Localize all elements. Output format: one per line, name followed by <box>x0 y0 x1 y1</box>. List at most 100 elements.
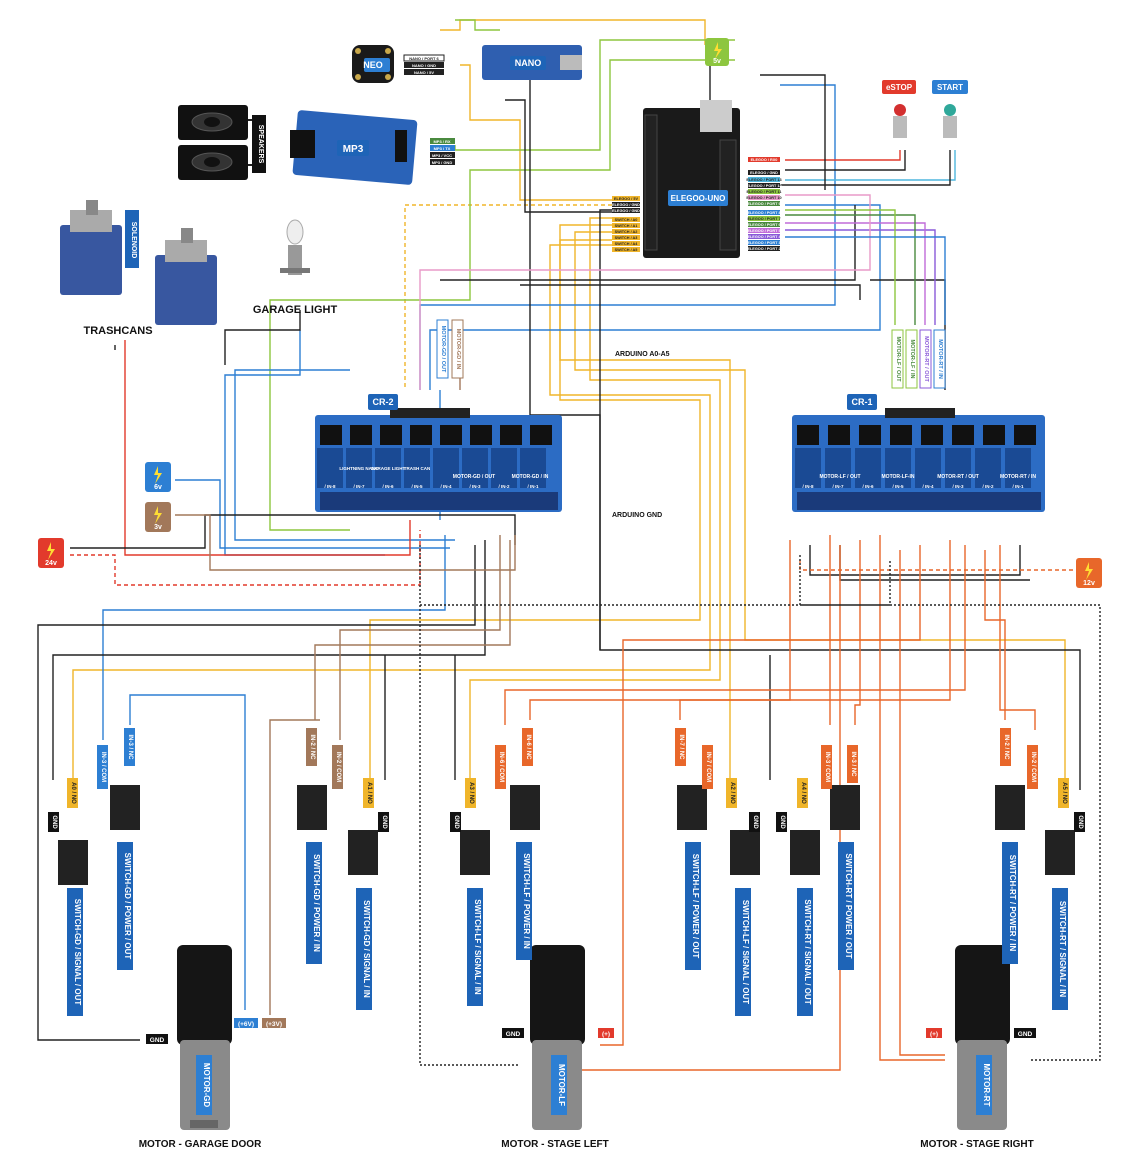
uno-right-pin-13: ELEGOO / PORT 2 <box>747 247 780 251</box>
mp3-pin-1: MP3 / TX <box>434 146 451 151</box>
nano-pin-1: NANO / GND <box>412 63 436 68</box>
cr1-vlabel-lf-out: MOTOR-LF / OUT <box>895 336 901 382</box>
power-5v <box>705 38 729 66</box>
switch-gd-signal-out: SWITCH-GD / SIGNAL / OUT <box>73 899 82 1006</box>
uno-right-pin-9: ELEGOO / PORT 6 <box>747 223 780 227</box>
cr1-vlabel-lf-in: MOTOR-LF / IN <box>909 339 915 378</box>
cr2-in-8: / IN-8 <box>324 484 335 489</box>
power-6v-label: 6v <box>154 484 162 491</box>
sw-gd2-in3com: IN-3 / COM <box>100 752 106 782</box>
cr1-label: CR-1 <box>851 397 872 407</box>
speaker-bottom <box>178 145 248 180</box>
sw-lf3-in7nc: IN-7 / NC <box>678 734 684 760</box>
neo-label: NEO <box>363 60 383 70</box>
switch-lf-power-out: SWITCH-LF / POWER / OUT <box>691 854 700 959</box>
uno-left-pin-2: ELEGOO / GND <box>612 209 640 213</box>
sw-rt3-in2com: IN-2 / COM <box>1030 752 1036 782</box>
relay-board-cr2 <box>315 408 562 512</box>
garage-light-bulb <box>280 219 310 275</box>
motor-rt-gnd: GND <box>1018 1031 1033 1038</box>
cr1-label-bg <box>847 394 877 410</box>
start-button <box>932 80 968 138</box>
mp3-pin-0: MP3 / RX <box>433 139 450 144</box>
cr2-label: CR-2 <box>372 397 393 407</box>
sw-gd4-a1: A1 / NO <box>366 782 372 804</box>
switch-lf-signal-out: SWITCH-LF / SIGNAL / OUT <box>741 900 750 1004</box>
cr1-in-5: / IN-5 <box>892 484 903 489</box>
motor-rt-label-bg <box>976 1055 992 1115</box>
trashcans-label: TRASHCANS <box>83 325 152 337</box>
relay-label-garage: GARAGE LIGHT <box>371 466 406 471</box>
cr2-vlabel-gd-in: MOTOR-GD / IN <box>455 329 461 370</box>
motor-gd-label: MOTOR-GD <box>202 1063 211 1108</box>
estop-button <box>882 80 916 138</box>
solenoid-2 <box>155 228 217 325</box>
sw-lf1-gnd: GND <box>453 815 459 829</box>
relay-label-lf-out: MOTOR-LF / OUT <box>819 474 860 480</box>
uno-right-pin-2: ELEGOO / PORT 13 <box>746 178 781 182</box>
estop-label: eSTOP <box>886 83 913 92</box>
relay-label-gd-in: MOTOR-GD / IN <box>512 474 549 480</box>
uno-left-pin-5: SWITCH / A2 <box>615 230 638 234</box>
uno-right-pin-0: ELEGOO / RX0 <box>751 158 778 162</box>
sw-gd3-in2com: IN-2 / COM <box>335 752 341 782</box>
cr2-in-3: / IN-3 <box>469 484 480 489</box>
mp3-pin-3: MP3 / GND <box>432 160 453 165</box>
switch-rt-signal-in: SWITCH-RT / SIGNAL / IN <box>1058 901 1067 998</box>
relay-label-lf-in: MOTOR-LF-IN <box>882 474 915 480</box>
power-12v <box>1076 558 1102 588</box>
relay-label-gd-out: MOTOR-GD / OUT <box>453 474 495 480</box>
cr2-in-5: / IN-5 <box>411 484 422 489</box>
microswitches <box>58 785 1075 885</box>
switch-lf-signal-in: SWITCH-LF / SIGNAL / IN <box>473 899 482 995</box>
uno-right-pin-8: ELEGOO / PORT 7 <box>747 217 780 221</box>
relay-label-lightning: LIGHTNING NANO <box>339 466 379 471</box>
cr1-in-7: / IN-7 <box>832 484 843 489</box>
motor-rt-caption: MOTOR - STAGE RIGHT <box>920 1139 1034 1150</box>
sw-lf4-a2: A2 / NO <box>729 782 735 804</box>
uno-left-pin-0: ELEGOO / 5V <box>614 197 639 201</box>
sw-gd3-in2nc: IN-2 / NC <box>309 734 315 760</box>
uno-right-pin-12: ELEGOO / PORT 3 <box>747 241 780 245</box>
uno-left-pin-7: SWITCH / A4 <box>615 242 639 246</box>
start-label: START <box>937 83 963 92</box>
nano-label: NANO <box>515 58 542 68</box>
mp3-pin-2: MP3 / VCC <box>432 153 452 158</box>
cr1-in-1: / IN-1 <box>1012 484 1023 489</box>
switch-rt-power-in: SWITCH-RT / POWER / IN <box>1008 855 1017 952</box>
sw-gd2-in3nc: IN-3 / NC <box>127 734 133 760</box>
relay-board-cr1 <box>792 408 1045 512</box>
motor-rt-label: MOTOR-RT <box>982 1064 991 1107</box>
uno-right-pin-4: ELEGOO / PORT 11 <box>746 190 781 194</box>
motor-gd-plus3: (+3V) <box>266 1021 282 1028</box>
arduino-gnd-label: ARDUINO GND <box>612 512 662 519</box>
switch-gd-power-in: SWITCH-GD / POWER / IN <box>312 854 321 952</box>
sw-rt4-a5: A5 / NO <box>1061 782 1067 804</box>
uno-right-pin-5: ELEGOO / PORT 10 <box>746 196 781 200</box>
cr2-in-4: / IN-4 <box>440 484 451 489</box>
cr1-in-2: / IN-2 <box>982 484 993 489</box>
switch-gd-signal-in: SWITCH-GD / SIGNAL / IN <box>362 900 371 998</box>
sw-lf1-a3: A3 / NO <box>468 782 474 804</box>
sw-gd1-gnd: GND <box>51 815 57 829</box>
sw-lf2-in6nc: IN-6 / NC <box>525 734 531 760</box>
nano-pin-2: NANO / 5V <box>414 70 434 75</box>
cr1-in-6: / IN-6 <box>862 484 873 489</box>
cr2-vlabel-gd-out: MOTOR-GD / OUT <box>440 326 446 373</box>
motor-gd-label-bg <box>196 1055 212 1115</box>
uno-right-pin-7: ELEGOO / PORT 8 <box>747 211 780 215</box>
uno-left-pin-1: ELEGOO / GND <box>612 203 640 207</box>
cr2-in-7: / IN-7 <box>353 484 364 489</box>
sw-rt1-a4: A4 / NO <box>800 782 806 804</box>
cr2-in-1: / IN-1 <box>527 484 538 489</box>
motor-lf-caption: MOTOR - STAGE LEFT <box>501 1139 608 1150</box>
motor-lf-gnd: GND <box>506 1031 521 1038</box>
power-24v <box>38 538 64 568</box>
power-6v <box>145 462 171 492</box>
relay-label-rt-out: MOTOR-RT / OUT <box>937 474 979 480</box>
mp3-label: MP3 <box>343 144 364 155</box>
cr2-label-bg <box>368 394 398 410</box>
power-3v <box>145 502 171 532</box>
motor-rt-plus: (+) <box>930 1031 938 1038</box>
cr2-in-2: / IN-2 <box>498 484 509 489</box>
